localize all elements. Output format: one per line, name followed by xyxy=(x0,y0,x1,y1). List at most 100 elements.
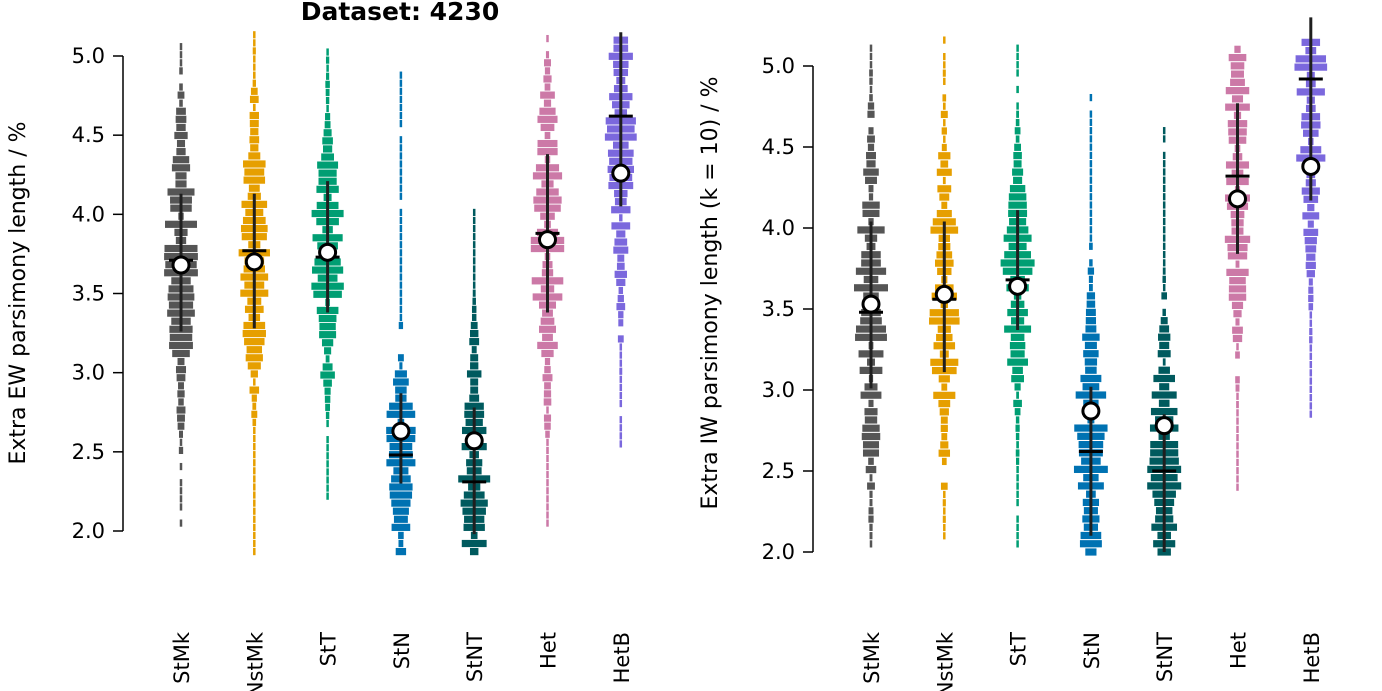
distribution-dash xyxy=(399,79,403,87)
distribution-dash xyxy=(393,378,409,386)
distribution-dash xyxy=(618,311,624,319)
distribution-dash xyxy=(546,446,549,455)
distribution-dash xyxy=(1089,110,1093,118)
y-tick-label: 4.0 xyxy=(762,216,795,240)
distribution-dash xyxy=(940,416,948,424)
distribution-dash xyxy=(869,94,873,102)
distribution-dash xyxy=(399,152,403,160)
distribution-dash xyxy=(943,36,946,44)
y-tick-label: 4.5 xyxy=(762,135,795,159)
distribution-dash xyxy=(869,490,873,498)
distribution-dash xyxy=(867,110,875,118)
distribution-dash xyxy=(1234,45,1241,53)
panel-iw: Extra IW parsimony length (k = 10) / % 2… xyxy=(698,17,1328,691)
distribution-dash xyxy=(942,515,946,523)
distribution-dash xyxy=(1308,294,1314,303)
distribution-dash xyxy=(252,79,256,87)
distribution-dash xyxy=(253,378,256,386)
distribution-dash xyxy=(399,120,403,128)
distribution-dash xyxy=(544,83,551,91)
distribution-dash xyxy=(470,378,479,386)
distribution-dash xyxy=(1162,259,1166,267)
distribution-dash xyxy=(1015,424,1020,432)
distribution-dash xyxy=(317,161,339,169)
distribution-dash xyxy=(1086,292,1096,300)
distribution-dash xyxy=(252,418,257,426)
x-tick-label: StMk xyxy=(170,631,194,684)
distribution-dash xyxy=(178,382,184,390)
distribution-dash xyxy=(469,338,480,346)
distribution-dash xyxy=(1014,408,1021,416)
distribution-dash xyxy=(1162,234,1166,242)
distribution-dash xyxy=(544,422,551,430)
distribution-dash xyxy=(177,414,185,422)
distribution-dash xyxy=(399,233,403,241)
y-tick-label: 2.5 xyxy=(72,440,105,464)
distribution-dash xyxy=(1230,78,1245,86)
distribution-dash xyxy=(1235,318,1240,326)
distribution-dash xyxy=(1013,176,1023,184)
distribution-dash xyxy=(1235,351,1240,359)
distribution-dash xyxy=(1153,374,1175,383)
distribution-dash xyxy=(250,128,259,136)
distribution-dash xyxy=(938,400,951,408)
mean-point xyxy=(1228,189,1247,209)
distribution-dash xyxy=(1016,523,1019,531)
distribution-dash xyxy=(472,233,476,241)
distribution-dash xyxy=(326,64,329,72)
distribution-dash xyxy=(546,34,549,43)
distribution-dash xyxy=(1087,267,1095,275)
strip-HetB xyxy=(604,32,637,448)
distribution-dash xyxy=(611,222,631,230)
distribution-dash xyxy=(1016,85,1019,94)
distribution-dash xyxy=(325,113,331,121)
distribution-dash xyxy=(939,193,950,201)
distribution-dash xyxy=(869,69,873,77)
distribution-dash xyxy=(943,77,946,85)
distribution-dash xyxy=(324,395,331,403)
distribution-dash xyxy=(1088,275,1093,283)
distribution-dash xyxy=(546,454,549,463)
y-tick-label: 4.0 xyxy=(72,202,105,226)
distribution-dash xyxy=(1089,234,1093,242)
distribution-dash xyxy=(326,452,329,460)
mean-point xyxy=(1154,416,1174,436)
distribution-dash xyxy=(1010,333,1025,341)
distribution-dash xyxy=(175,172,187,180)
distribution-dash xyxy=(471,313,477,322)
distribution-dash xyxy=(399,192,403,200)
distribution-dash xyxy=(1309,377,1313,385)
distribution-dash xyxy=(619,383,623,391)
distribution-dash xyxy=(943,523,946,532)
distribution-dash xyxy=(249,111,259,120)
distribution-dash xyxy=(1228,293,1247,301)
distribution-dash xyxy=(1162,308,1166,317)
distribution-dash xyxy=(1015,457,1020,465)
distribution-dash xyxy=(869,77,873,85)
distribution-dash xyxy=(248,184,260,192)
distribution-dash xyxy=(1309,410,1313,418)
distribution-dash xyxy=(250,144,259,152)
distribution-dash xyxy=(469,394,480,402)
distribution-dash xyxy=(1236,392,1239,400)
distribution-dash xyxy=(470,321,478,330)
distribution-dash xyxy=(322,363,333,371)
distribution-dash xyxy=(395,386,407,394)
strip-NstMk xyxy=(929,36,960,540)
distribution-dash xyxy=(544,382,551,390)
distribution-dash xyxy=(862,441,880,449)
distribution-dash xyxy=(399,168,403,176)
mean-point xyxy=(171,255,191,275)
distribution-dash xyxy=(1309,360,1313,369)
distribution-dash xyxy=(1306,253,1316,261)
distribution-dash xyxy=(537,115,558,123)
y-tick-label: 2.0 xyxy=(762,540,795,564)
distribution-dash xyxy=(1016,102,1019,110)
distribution-dash xyxy=(325,88,330,97)
distribution-dash xyxy=(1083,350,1099,358)
y-tick-label: 3.5 xyxy=(72,282,105,306)
x-tick-label: StN xyxy=(1080,632,1104,669)
distribution-dash xyxy=(167,188,195,196)
distribution-dash xyxy=(1309,402,1313,410)
distribution-dash xyxy=(544,357,551,366)
